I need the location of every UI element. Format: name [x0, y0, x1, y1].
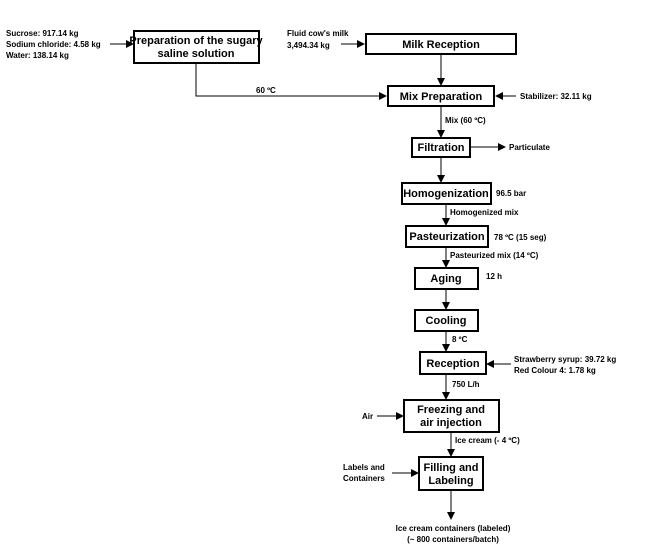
box-mix-preparation: Mix Preparation	[387, 85, 495, 107]
box-filling-labeling: Filling and Labeling	[418, 456, 484, 491]
input-air: Air	[362, 412, 373, 421]
box-pasteurization-label: Pasteurization	[409, 231, 484, 243]
annotation-mix: Mix (60 ºC)	[445, 116, 486, 125]
input-fluid-milk-line1: Fluid cow's milk	[287, 29, 349, 38]
annotation-saline-temperature: 60 ºC	[256, 86, 276, 95]
input-labels-line1: Labels and	[343, 463, 385, 472]
box-reception-label: Reception	[426, 358, 479, 370]
input-stabilizer: Stabilizer: 32.11 kg	[520, 92, 592, 101]
annotation-pasteurization-conditions: 78 ºC (15 seg)	[494, 233, 547, 242]
box-cooling-label: Cooling	[426, 315, 467, 327]
box-saline-solution-label-1: Preparation of the sugary	[129, 35, 263, 47]
box-filtration-label: Filtration	[417, 142, 464, 154]
input-water: Water: 138.14 kg	[6, 51, 69, 60]
annotation-particulate: Particulate	[509, 143, 550, 152]
annotation-pressure: 96.5 bar	[496, 189, 526, 198]
input-strawberry-syrup: Strawberry syrup: 39.72 kg	[514, 355, 616, 364]
input-red-colour: Red Colour 4: 1.78 kg	[514, 366, 596, 375]
output-line2: (~ 800 containers/batch)	[407, 535, 499, 544]
annotation-aging-time: 12 h	[486, 272, 502, 281]
box-freezing-label-2: air injection	[420, 417, 482, 429]
box-saline-solution: Preparation of the sugary saline solutio…	[129, 30, 264, 64]
box-filling-label-1: Filling and	[424, 462, 479, 474]
box-mix-preparation-label: Mix Preparation	[400, 91, 483, 103]
box-aging-label: Aging	[430, 273, 461, 285]
arrow-saline-to-mix	[195, 64, 387, 100]
box-reception: Reception	[419, 351, 487, 375]
box-aging: Aging	[414, 267, 479, 290]
input-fluid-milk-line2: 3,494.34 kg	[287, 41, 330, 50]
input-sodium-chloride: Sodium chloride: 4.58 kg	[6, 40, 101, 49]
box-filling-label-2: Labeling	[428, 475, 473, 487]
box-freezing-label-1: Freezing and	[417, 404, 485, 416]
box-saline-solution-label-2: saline solution	[157, 48, 234, 60]
box-milk-reception-label: Milk Reception	[402, 39, 480, 51]
annotation-flow-rate: 750 L/h	[452, 380, 480, 389]
box-filtration: Filtration	[411, 137, 471, 158]
output-line1: Ice cream containers (labeled)	[396, 524, 511, 533]
input-labels-line2: Containers	[343, 474, 385, 483]
box-milk-reception: Milk Reception	[365, 33, 517, 55]
box-homogenization: Homogenization	[401, 182, 492, 205]
box-cooling: Cooling	[414, 309, 479, 332]
annotation-pasteurized-mix: Pasteurized mix (14 ºC)	[450, 251, 539, 260]
annotation-cooling-temperature: 8 ºC	[452, 335, 468, 344]
box-freezing-air-injection: Freezing and air injection	[403, 399, 500, 433]
annotation-ice-cream: Ice cream (- 4 ºC)	[455, 436, 520, 445]
input-sucrose: Sucrose: 917.14 kg	[6, 29, 79, 38]
annotation-homogenized-mix: Homogenized mix	[450, 208, 519, 217]
box-homogenization-label: Homogenization	[403, 188, 489, 200]
box-pasteurization: Pasteurization	[405, 225, 489, 248]
